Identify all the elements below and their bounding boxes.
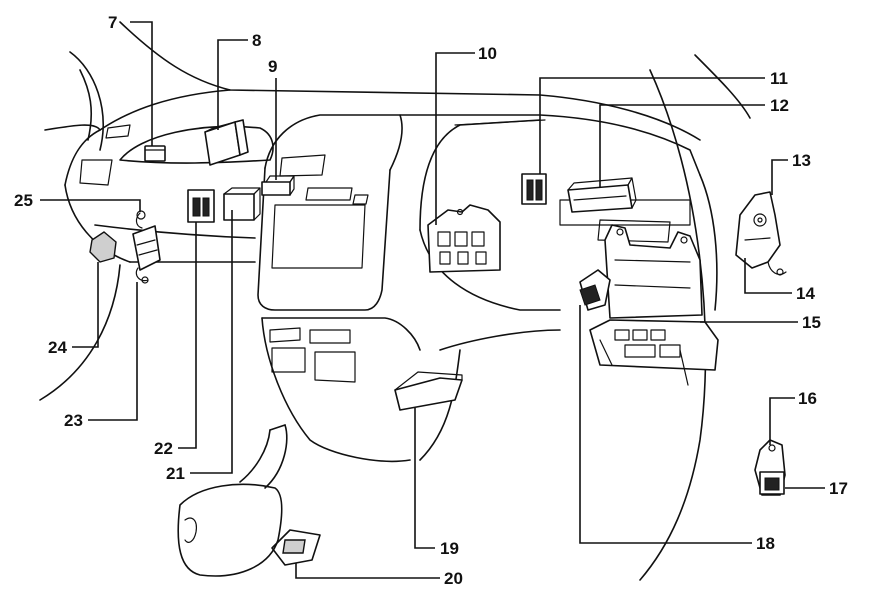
callout-labels: 7 8 9 10 11 12 13 14 15 16 17 18 19 20 2… — [14, 13, 848, 588]
callout-20: 20 — [444, 569, 463, 588]
callout-9: 9 — [268, 57, 277, 76]
callout-21: 21 — [166, 464, 185, 483]
switch-20 — [271, 529, 321, 566]
callout-19: 19 — [440, 539, 459, 558]
callout-8: 8 — [252, 31, 261, 50]
callout-12: 12 — [770, 96, 789, 115]
callout-16: 16 — [798, 389, 817, 408]
callout-17: 17 — [829, 479, 848, 498]
relay-18 — [579, 269, 611, 311]
ecu-12 — [567, 177, 637, 213]
relay-7 — [144, 145, 166, 162]
junction-block-10 — [427, 204, 501, 273]
callout-14: 14 — [796, 284, 815, 303]
relay-21 — [223, 187, 261, 221]
relay-22 — [187, 189, 215, 223]
relay-24 — [89, 231, 117, 263]
dashboard-outline — [39, 21, 751, 581]
shift-lever — [177, 424, 288, 577]
module-8 — [204, 119, 249, 166]
connector-9 — [261, 175, 295, 196]
callout-24: 24 — [48, 338, 67, 357]
fuse-block-15 — [589, 224, 719, 386]
callout-22: 22 — [154, 439, 173, 458]
callout-23: 23 — [64, 411, 83, 430]
callout-13: 13 — [792, 151, 811, 170]
callout-25: 25 — [14, 191, 33, 210]
relay-11 — [521, 173, 547, 205]
bracket-relay-16-17 — [754, 439, 786, 496]
callout-10: 10 — [478, 44, 497, 63]
callout-11: 11 — [770, 69, 788, 88]
callout-18: 18 — [756, 534, 775, 553]
leader-lines — [40, 21, 825, 579]
callout-7: 7 — [108, 13, 117, 32]
callout-15: 15 — [802, 313, 821, 332]
bracket-relay-13-14 — [735, 191, 787, 276]
flasher-unit-23 — [132, 210, 161, 284]
module-19 — [394, 371, 463, 411]
